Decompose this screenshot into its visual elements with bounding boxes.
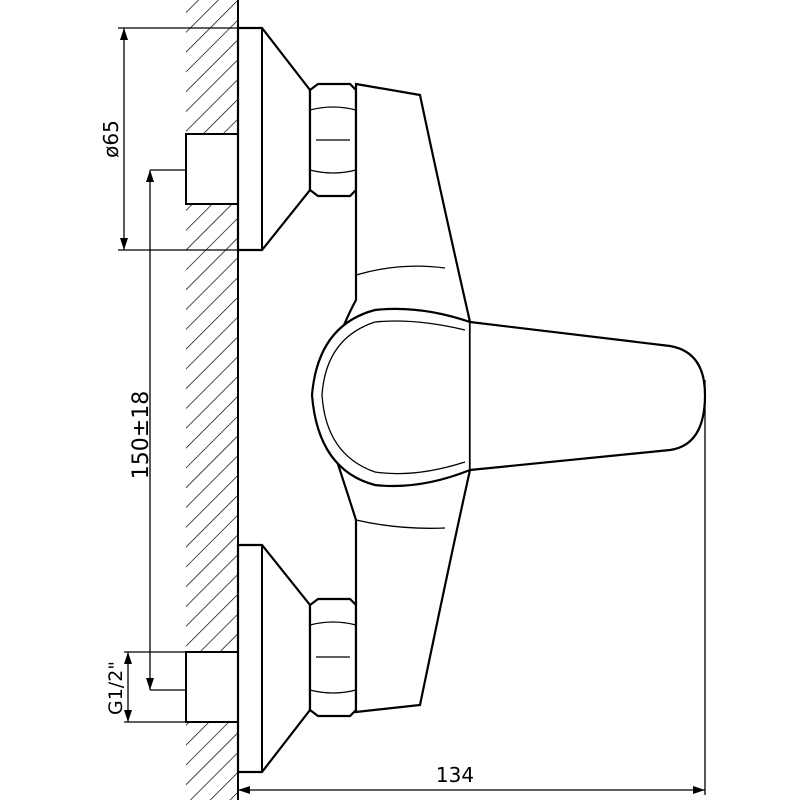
- dimension-projection: 134: [238, 380, 706, 795]
- dimension-thread: G1/2": [105, 651, 186, 723]
- dimension-escutcheon-diameter: ø65: [99, 27, 262, 251]
- lever-handle: [469, 320, 707, 472]
- upper-hex-nut: [308, 82, 358, 198]
- lower-hex-nut: [308, 597, 358, 718]
- cartridge-dome: [310, 307, 472, 488]
- lower-escutcheon: [236, 543, 312, 774]
- projection-label: 134: [436, 763, 474, 787]
- diameter-label: ø65: [99, 120, 123, 158]
- upper-inlet-pipe: [150, 133, 238, 205]
- thread-label: G1/2": [105, 661, 127, 715]
- lower-inlet-pipe: [185, 651, 238, 723]
- dimension-centre-distance: 150±18: [129, 170, 186, 691]
- centre-distance-label: 150±18: [129, 391, 154, 479]
- upper-escutcheon: [236, 26, 312, 252]
